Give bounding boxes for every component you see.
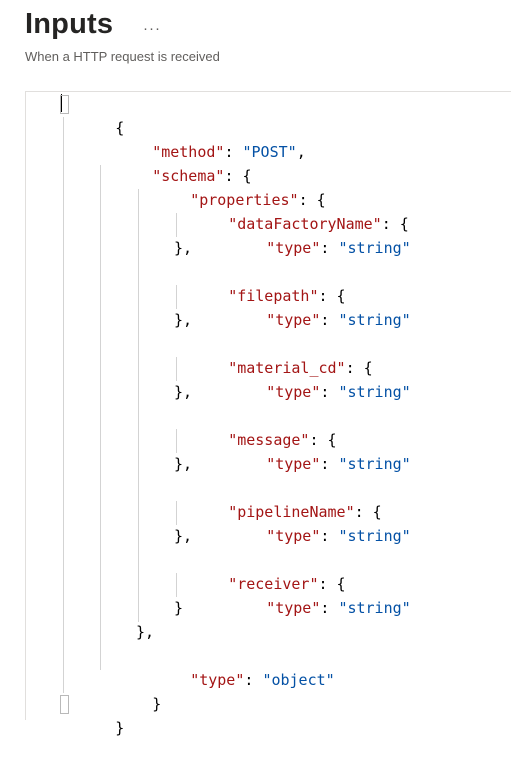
- code-line: "properties": {: [190, 191, 326, 209]
- code-line: "method": "POST",: [152, 143, 306, 161]
- json-key: "type": [266, 527, 321, 545]
- indent-guide: [176, 573, 177, 597]
- code-line: },: [174, 455, 193, 473]
- indent-guide: [176, 501, 177, 525]
- close-brace: }: [115, 719, 125, 737]
- json-key: "type": [266, 239, 321, 257]
- code-line: "message": {: [228, 431, 337, 449]
- indent-guide: [63, 117, 64, 693]
- json-value: "object": [262, 671, 335, 689]
- json-value: "string": [338, 383, 411, 401]
- indent-guide: [176, 429, 177, 453]
- code-line: }: [61, 692, 124, 737]
- json-key: "schema": [152, 167, 225, 185]
- code-line: },: [174, 383, 193, 401]
- json-key: "method": [152, 143, 225, 161]
- code-line: "type": "string": [266, 455, 411, 473]
- ellipsis-icon[interactable]: ···: [143, 20, 161, 37]
- json-key: "properties": [190, 191, 299, 209]
- code-line: "type": "object": [190, 671, 335, 689]
- inputs-header: Inputs ··· When a HTTP request is receiv…: [25, 8, 505, 68]
- indent-guide: [138, 189, 139, 622]
- property-name: "material_cd": [228, 359, 346, 377]
- code-line: "type": "string": [266, 527, 411, 545]
- property-name: "pipelineName": [228, 503, 355, 521]
- code-line: },: [136, 623, 155, 641]
- code-line: "type": "string": [266, 599, 411, 617]
- bracket-match-highlight: [60, 95, 69, 114]
- code-line: "type": "string": [266, 383, 411, 401]
- property-name: "filepath": [228, 287, 319, 305]
- json-value: "POST": [242, 143, 297, 161]
- open-brace: {: [115, 119, 125, 137]
- property-name: "dataFactoryName": [228, 215, 382, 233]
- code-line: "dataFactoryName": {: [228, 215, 409, 233]
- code-line: "receiver": {: [228, 575, 346, 593]
- code-line: "type": "string": [266, 311, 411, 329]
- code-line: },: [174, 311, 193, 329]
- json-key: "type": [190, 671, 245, 689]
- json-key: "type": [266, 383, 321, 401]
- indent-guide: [176, 285, 177, 309]
- indent-guide: [176, 213, 177, 237]
- code-line: },: [174, 527, 193, 545]
- code-line: {: [61, 92, 124, 137]
- indent-guide: [176, 357, 177, 381]
- json-key: "type": [266, 455, 321, 473]
- page-title: Inputs: [25, 8, 114, 40]
- code-line: "type": "string": [266, 239, 411, 257]
- code-line: "schema": {: [152, 167, 252, 185]
- code-line: },: [174, 239, 193, 257]
- code-line: }: [98, 668, 161, 713]
- json-key: "type": [266, 599, 321, 617]
- json-key: "type": [266, 311, 321, 329]
- trigger-subtitle: When a HTTP request is received: [25, 49, 220, 64]
- code-content: { "method": "POST", "schema": { "propert…: [60, 92, 511, 737]
- json-value: "string": [338, 311, 411, 329]
- json-value: "string": [338, 455, 411, 473]
- code-line: }: [174, 599, 184, 617]
- code-line: "filepath": {: [228, 287, 346, 305]
- property-name: "receiver": [228, 575, 319, 593]
- json-value: "string": [338, 599, 411, 617]
- json-value: "string": [338, 527, 411, 545]
- json-code-viewer[interactable]: { "method": "POST", "schema": { "propert…: [25, 91, 511, 737]
- property-name: "message": [228, 431, 310, 449]
- json-value: "string": [338, 239, 411, 257]
- bracket-match-highlight: [60, 695, 69, 714]
- close-brace: }: [152, 695, 162, 713]
- indent-guide: [100, 165, 101, 670]
- text-cursor: [61, 94, 62, 112]
- code-line: "material_cd": {: [228, 359, 373, 377]
- code-line: "pipelineName": {: [228, 503, 382, 521]
